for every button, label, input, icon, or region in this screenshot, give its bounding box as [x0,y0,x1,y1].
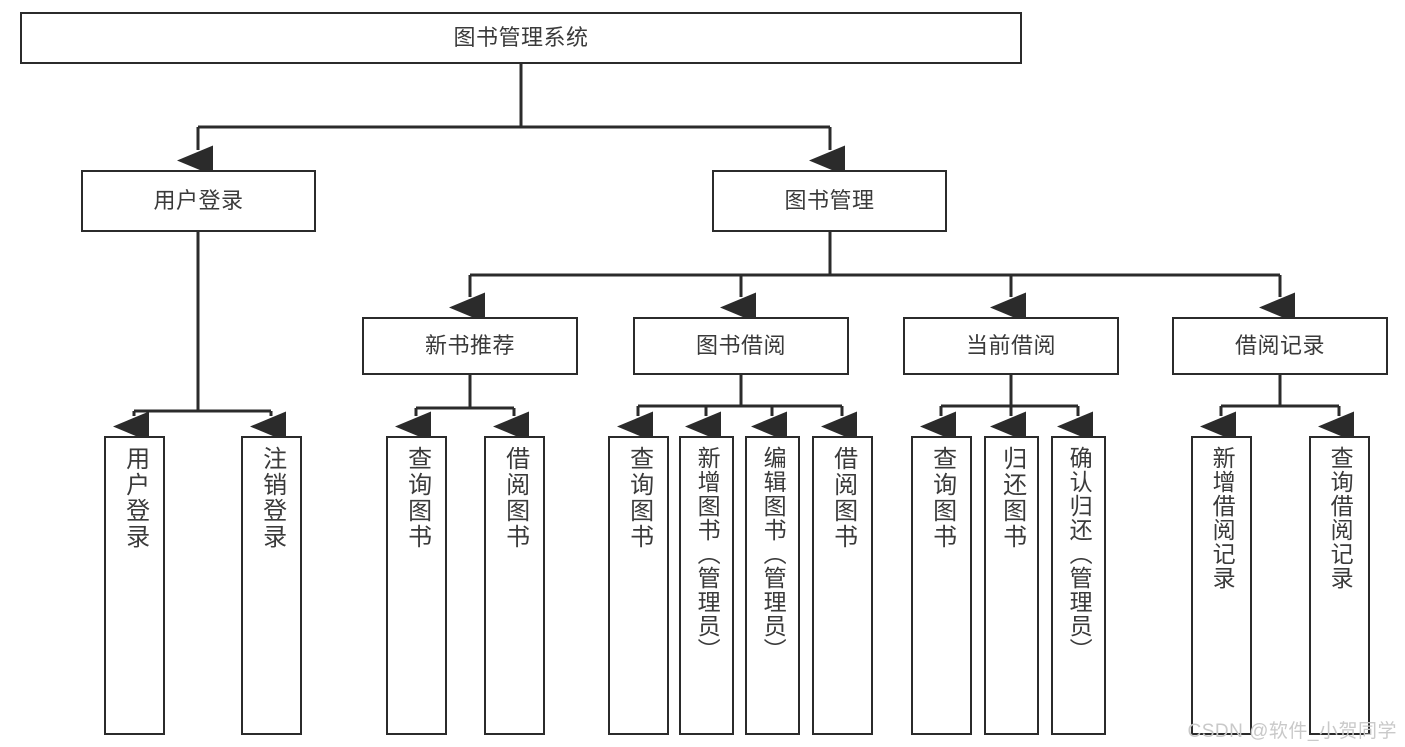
leaf-user-login[interactable]: 用户登录 [104,436,165,735]
leaf-query-book-borrow-label: 查询图书 [625,446,653,550]
leaf-confirm-return-admin-label: 确认归还（管理员） [1066,446,1093,662]
leaf-return-book[interactable]: 归还图书 [984,436,1039,735]
leaf-borrow-book-rec-label: 借阅图书 [501,446,529,550]
leaf-query-book-rec[interactable]: 查询图书 [386,436,447,735]
leaf-add-book-admin[interactable]: 新增图书（管理员） [679,436,734,735]
leaf-borrow-book-rec[interactable]: 借阅图书 [484,436,545,735]
node-root[interactable]: 图书管理系统 [20,12,1022,64]
leaf-edit-book-admin-label: 编辑图书（管理员） [760,446,787,662]
leaf-logout-login[interactable]: 注销登录 [241,436,302,735]
node-current-borrow-label: 当前借阅 [965,333,1056,359]
node-borrow-record[interactable]: 借阅记录 [1172,317,1388,375]
leaf-confirm-return-admin[interactable]: 确认归还（管理员） [1051,436,1106,735]
node-new-book-recommend-label: 新书推荐 [424,333,515,359]
node-new-book-recommend[interactable]: 新书推荐 [362,317,578,375]
leaf-user-login-label: 用户登录 [121,446,149,550]
leaf-query-book-current[interactable]: 查询图书 [911,436,972,735]
node-book-management[interactable]: 图书管理 [712,170,947,232]
leaf-logout-login-label: 注销登录 [258,446,286,550]
leaf-query-borrow-record-label: 查询借阅记录 [1327,446,1354,590]
leaf-borrow-book[interactable]: 借阅图书 [812,436,873,735]
node-user-login-label: 用户登录 [153,188,244,214]
leaf-query-book-current-label: 查询图书 [928,446,956,550]
node-book-borrow-label: 图书借阅 [695,333,786,359]
leaf-query-book-borrow[interactable]: 查询图书 [608,436,669,735]
leaf-edit-book-admin[interactable]: 编辑图书（管理员） [745,436,800,735]
node-root-label: 图书管理系统 [453,25,589,51]
leaf-query-book-rec-label: 查询图书 [403,446,431,550]
node-book-management-label: 图书管理 [784,188,875,214]
leaf-query-borrow-record[interactable]: 查询借阅记录 [1309,436,1370,735]
leaf-return-book-label: 归还图书 [998,446,1026,550]
leaf-add-borrow-record[interactable]: 新增借阅记录 [1191,436,1252,735]
node-borrow-record-label: 借阅记录 [1234,333,1325,359]
leaf-add-book-admin-label: 新增图书（管理员） [694,446,721,662]
leaf-add-borrow-record-label: 新增借阅记录 [1209,446,1236,590]
node-user-login[interactable]: 用户登录 [81,170,316,232]
node-book-borrow[interactable]: 图书借阅 [633,317,849,375]
watermark-text: CSDN @软件_小贺同学 [1187,721,1397,742]
node-current-borrow[interactable]: 当前借阅 [903,317,1119,375]
leaf-borrow-book-label: 借阅图书 [829,446,857,550]
